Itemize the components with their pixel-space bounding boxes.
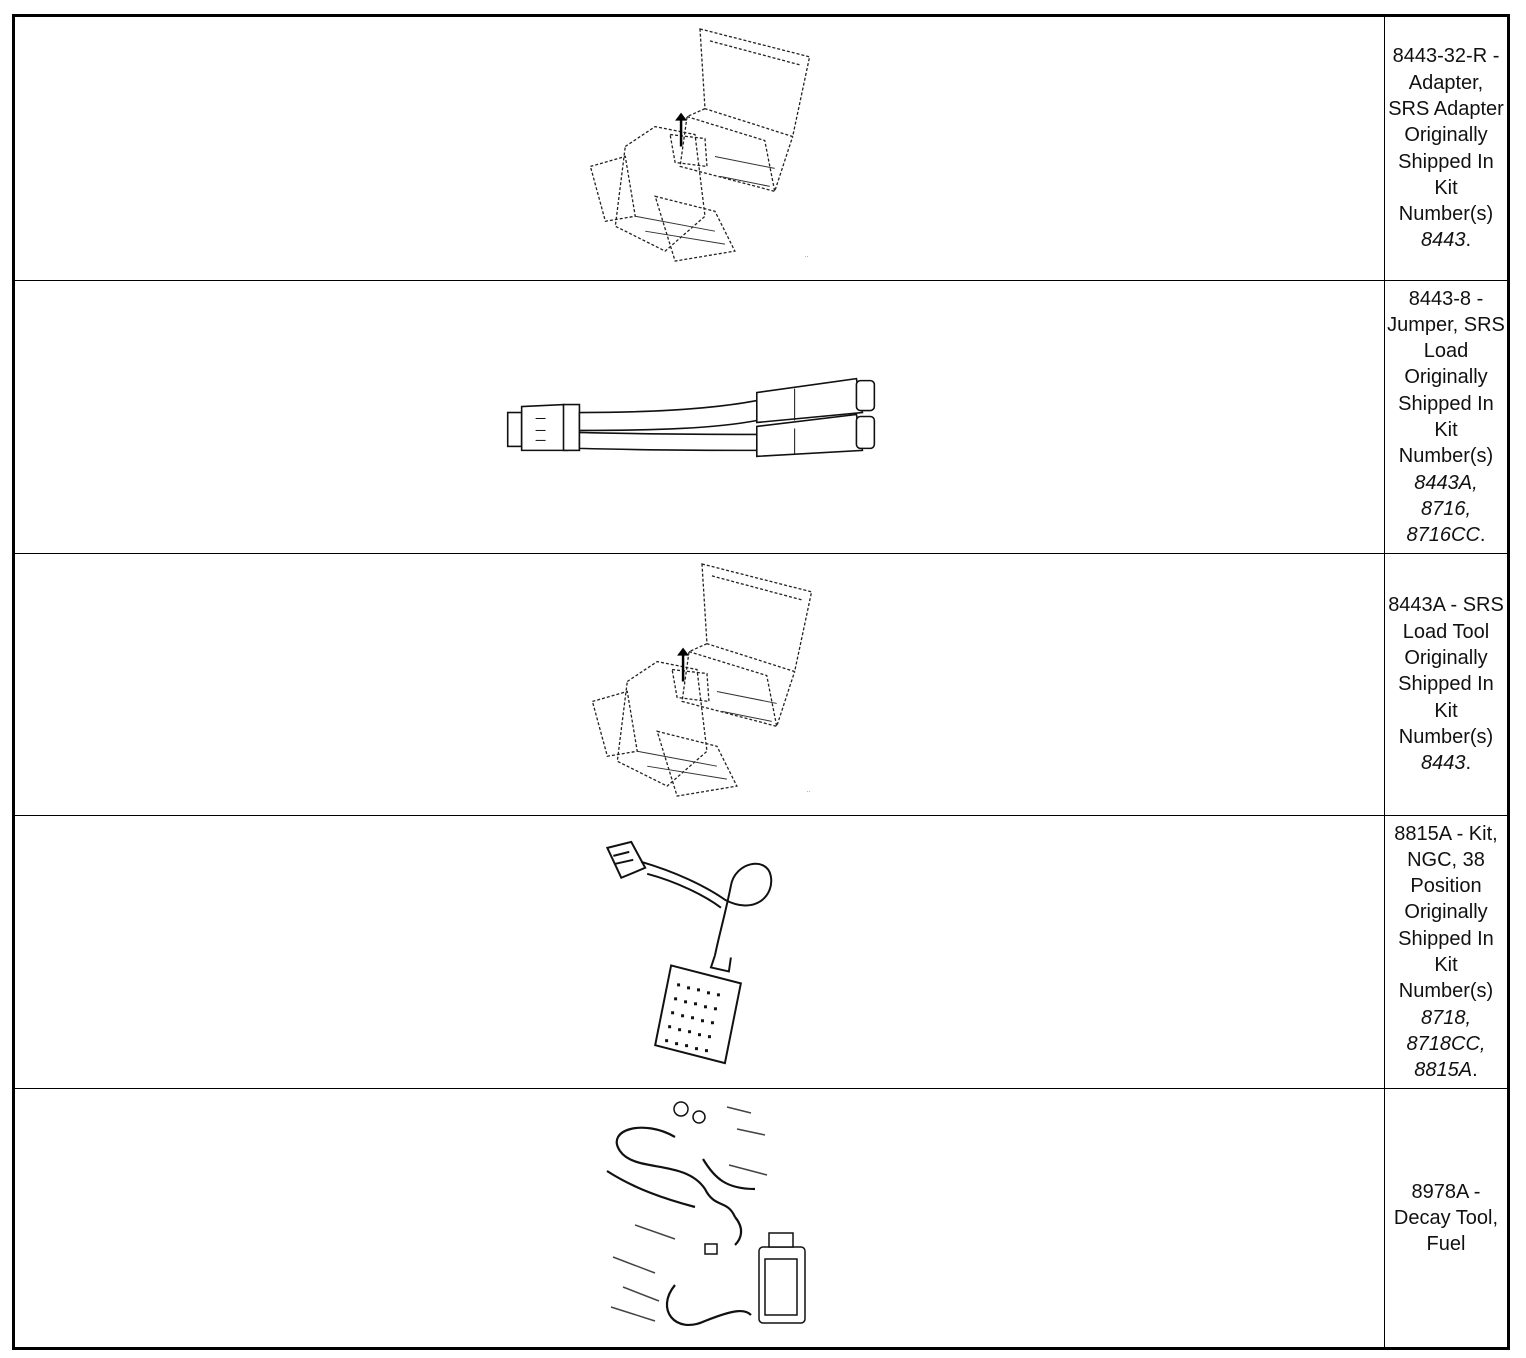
srs-load-jumper-illustration-icon <box>506 377 876 458</box>
tool-description-cell: 8815A - Kit, NGC, 38 Position Originally… <box>1385 816 1507 1088</box>
tool-image-cell: ·· <box>15 554 1385 815</box>
tool-kit-numbers: 8718, 8718CC, 8815A <box>1406 1006 1486 1082</box>
tool-image-cell <box>15 816 1385 1088</box>
tool-image-cell <box>15 1089 1385 1347</box>
table-row: 8978A - Decay Tool, Fuel <box>15 1089 1507 1347</box>
tool-description-text: 8815A - Kit, NGC, 38 Position Originally… <box>1394 822 1498 1003</box>
tool-description: 8443-8 - Jumper, SRS Load Originally Shi… <box>1387 287 1505 547</box>
tool-image-cell: ·· <box>15 17 1385 280</box>
svg-text:··: ·· <box>807 789 811 795</box>
svg-text:··: ·· <box>805 254 809 260</box>
tool-image-cell <box>15 281 1385 553</box>
special-tools-table: ·· 8443-32-R - Adapter, SRS Adapter Orig… <box>12 14 1510 1350</box>
tool-description-cell: 8443A - SRS Load Tool Originally Shipped… <box>1385 554 1507 815</box>
fuel-decay-tool-illustration-icon <box>606 1101 806 1327</box>
tool-description: 8978A - Decay Tool, Fuel <box>1387 1179 1505 1258</box>
table-row: 8443-8 - Jumper, SRS Load Originally Shi… <box>15 281 1507 554</box>
tool-kit-numbers: 8443 <box>1420 229 1466 252</box>
tool-description-cell: 8443-32-R - Adapter, SRS Adapter Origina… <box>1385 17 1507 280</box>
tool-description: 8443A - SRS Load Tool Originally Shipped… <box>1388 594 1504 775</box>
tool-description-cell: 8443-8 - Jumper, SRS Load Originally Shi… <box>1385 281 1507 553</box>
table-row: ·· 8443A - SRS Load Tool Originally Ship… <box>15 554 1507 816</box>
table-row: ·· 8443-32-R - Adapter, SRS Adapter Orig… <box>15 17 1507 281</box>
srs-load-tool-illustration-icon: ·· <box>591 563 813 797</box>
tool-kit-numbers: 8443 <box>1420 752 1466 775</box>
table-row: 8815A - Kit, NGC, 38 Position Originally… <box>15 816 1507 1089</box>
tool-kit-numbers: 8443A, 8716, 8716CC <box>1406 471 1480 547</box>
tool-description-cell: 8978A - Decay Tool, Fuel <box>1385 1089 1507 1347</box>
tool-description-text: 8443-8 - Jumper, SRS Load Originally Shi… <box>1387 287 1505 468</box>
tool-description: 8815A - Kit, NGC, 38 Position Originally… <box>1394 822 1498 1082</box>
srs-adapter-kit-illustration-icon: ·· <box>589 28 811 262</box>
tool-description-text: 8978A - Decay Tool, Fuel <box>1393 1180 1499 1256</box>
tool-description-text: 8443A - SRS Load Tool Originally Shipped… <box>1388 594 1504 748</box>
tool-description: 8443-32-R - Adapter, SRS Adapter Origina… <box>1388 45 1504 252</box>
tool-description-text: 8443-32-R - Adapter, SRS Adapter Origina… <box>1388 45 1504 226</box>
ngc-38-position-kit-illustration-icon <box>605 840 773 1065</box>
